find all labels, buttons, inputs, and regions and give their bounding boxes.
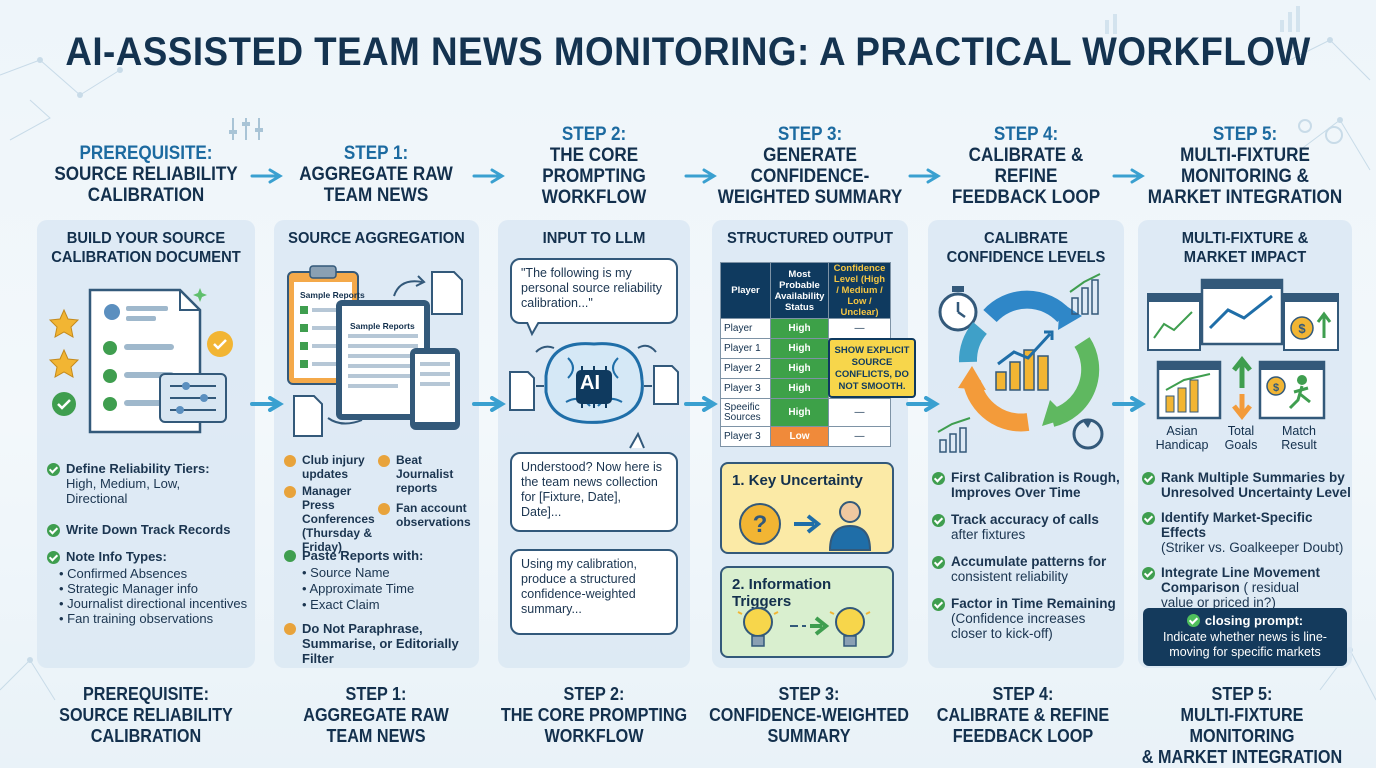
bullet-dot-icon [284, 486, 296, 498]
check-icon [932, 472, 945, 485]
arrow-right-icon [472, 396, 506, 412]
table-header: Confidence Level (High / Medium / Low / … [828, 262, 891, 319]
step-title-2: STEP 2: THE CORE PROMPTING WORKFLOW [541, 124, 647, 208]
check-icon [1142, 567, 1155, 580]
check-icon [47, 524, 60, 537]
closing-prompt-box: closing prompt: Indicate whether news is… [1143, 608, 1347, 666]
svg-text:$: $ [1273, 382, 1279, 394]
ai-brain-illustration [509, 322, 679, 449]
check-icon [1186, 614, 1200, 627]
svg-text:?: ? [753, 511, 768, 538]
check-icon [932, 514, 945, 527]
closing-prompt-title: closing prompt: [1204, 613, 1304, 628]
arrow-right-icon [906, 396, 940, 412]
bullet-dot-icon [284, 550, 296, 562]
feedback-loop-illustration [937, 273, 1104, 453]
prompt-bubble-3: Using my calibration,produce a structure… [510, 549, 678, 635]
arrow-right-icon [250, 168, 283, 184]
arrow-right-icon [684, 396, 718, 412]
key-uncertainty-box: 1. Key Uncertainty ? [720, 462, 894, 554]
box-title: 2. Information Triggers [732, 576, 832, 610]
bullet-dot-icon [378, 503, 390, 515]
arrow-right-icon [472, 168, 505, 184]
panel-heading: MULTI-FIXTURE &MARKET IMPACT [1181, 230, 1309, 266]
panel1-col1: Club injury updates Manager Press Confer… [284, 453, 376, 554]
check-icon [47, 463, 60, 476]
list-item-title: Write Down Track Records [66, 522, 231, 537]
panel-heading: INPUT TO LLM [542, 230, 646, 247]
panel1-paste: Paste Reports with: • Source Name • Appr… [284, 548, 474, 666]
step-title-4: STEP 4: CALIBRATE & REFINE FEEDBACK LOOP [951, 124, 1101, 208]
doc-label: Sample Reports [350, 321, 415, 331]
bullet-dot-icon [378, 455, 390, 467]
information-triggers-box: 2. Information Triggers [720, 566, 894, 658]
list-item-title: Define Reliability Tiers: [66, 461, 210, 476]
step-title-prerequisite: PREREQUISITE: SOURCE RELIABILITY CALIBRA… [54, 143, 238, 206]
panel4-list: First Calibration is Rough,Improves Over… [932, 470, 1120, 641]
list-item-title: Note Info Types: [66, 549, 167, 564]
question-person-icon: ? [739, 501, 872, 551]
arrow-right-icon [250, 396, 284, 412]
panel-heading: STRUCTURED OUTPUT [726, 230, 894, 247]
panel-heading: SOURCE AGGREGATION [288, 230, 465, 247]
box-title: 1. Key Uncertainty [732, 472, 863, 489]
check-icon [47, 551, 60, 564]
arrow-right-icon [684, 168, 717, 184]
warning-dot-icon [284, 623, 296, 635]
table-header: Player [720, 262, 771, 319]
arrow-right-icon [908, 168, 941, 184]
footer-step-5: STEP 5:MULTI-FIXTURE MONITORING& MARKET … [1141, 684, 1343, 767]
doc-label: Sample Reports [300, 290, 365, 300]
page-title: AI-ASSISTED TEAM NEWS MONITORING: A PRAC… [65, 30, 1311, 74]
bullet-dot-icon [284, 455, 296, 467]
check-icon [932, 598, 945, 611]
check-icon [1142, 512, 1155, 525]
structured-output-table: Player Most Probable Availability Status… [720, 262, 891, 447]
panel0-list: Define Reliability Tiers: High, Medium, … [47, 461, 252, 626]
arrow-right-icon [1112, 168, 1145, 184]
market-dashboards-illustration: $ $ [1147, 278, 1339, 421]
panel1-col2: Beat Journalist reports Fan account obse… [378, 453, 474, 529]
table-header: Most Probable Availability Status [770, 262, 829, 319]
step-title-3: STEP 3: GENERATE CONFIDENCE- WEIGHTED SU… [717, 124, 903, 208]
svg-text:$: $ [1298, 321, 1306, 336]
lightbulb-icon [737, 607, 871, 647]
step-title-5: STEP 5: MULTI-FIXTURE MONITORING & MARKE… [1147, 124, 1343, 208]
arrow-right-icon [1112, 396, 1146, 412]
ai-label: AI [580, 372, 600, 394]
closing-prompt-text: Indicate whether news is line-moving for… [1163, 630, 1327, 659]
sample-reports-illustration [287, 265, 463, 437]
calibration-document-illustration [48, 288, 233, 434]
check-icon [932, 556, 945, 569]
check-icon [1142, 472, 1155, 485]
step-title-1: STEP 1: AGGREGATE RAW TEAM NEWS [299, 143, 453, 206]
